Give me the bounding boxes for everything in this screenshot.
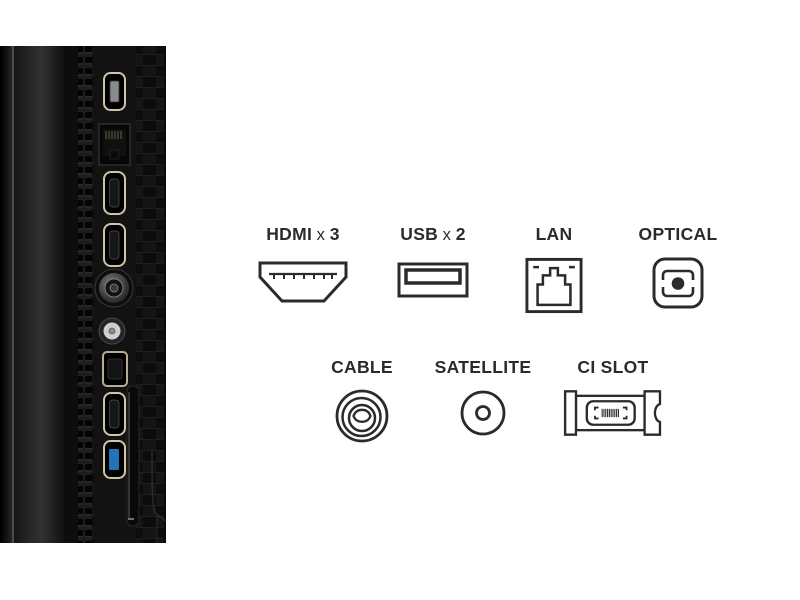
- connector-cable: CABLE: [302, 357, 422, 444]
- lan-label-text: LAN: [535, 224, 573, 244]
- lan-connector-icon: [525, 257, 583, 314]
- usb-count-text: 2: [455, 224, 466, 244]
- lan-port-photo: [98, 123, 131, 166]
- vent-slots: [78, 46, 92, 543]
- usb-label-text: USB: [400, 224, 439, 244]
- panel-seam: [151, 449, 167, 522]
- hdmi-connector-icon: [258, 261, 348, 303]
- satellite-port-photo: [98, 317, 126, 345]
- usb3-port-photo: [103, 440, 126, 479]
- hdmi-port-photo-2: [103, 223, 126, 267]
- lan-label: LAN: [494, 224, 614, 244]
- ci-slot-icon: [563, 390, 662, 436]
- ci-slot-label-text: CI SLOT: [577, 357, 649, 377]
- cable-label: CABLE: [302, 357, 422, 377]
- ci-slot-photo: [126, 385, 140, 527]
- hdmi-times-text: x: [316, 226, 326, 244]
- optical-port-photo: [102, 351, 128, 387]
- hdmi-port-photo-1: [103, 171, 126, 215]
- satellite-label-text: SATELLITE: [434, 357, 532, 377]
- cable-label-text: CABLE: [331, 357, 393, 377]
- optical-label-text: OPTICAL: [638, 224, 718, 244]
- satellite-connector-icon: [460, 390, 506, 436]
- hdmi-port-photo-3: [103, 392, 126, 436]
- usb-times-text: x: [442, 226, 452, 244]
- satellite-label: SATELLITE: [423, 357, 543, 377]
- connector-lan: LAN: [494, 224, 614, 314]
- tv-side-panel-photo: [0, 46, 167, 543]
- usb-connector-icon: [397, 262, 469, 298]
- hdmi-count-text: 3: [329, 224, 340, 244]
- hdmi-label-text: HDMI: [266, 224, 313, 244]
- optical-label: OPTICAL: [618, 224, 738, 244]
- tv-body: [0, 46, 167, 543]
- cable-port-photo: [94, 268, 134, 308]
- cable-connector-icon: [335, 389, 389, 443]
- usb-port-photo: [103, 72, 126, 111]
- connector-optical: OPTICAL: [618, 224, 738, 309]
- connector-ci-slot: CI SLOT: [553, 357, 673, 441]
- connector-satellite: SATELLITE: [423, 357, 543, 437]
- ci-slot-label: CI SLOT: [553, 357, 673, 377]
- optical-connector-icon: [652, 257, 704, 309]
